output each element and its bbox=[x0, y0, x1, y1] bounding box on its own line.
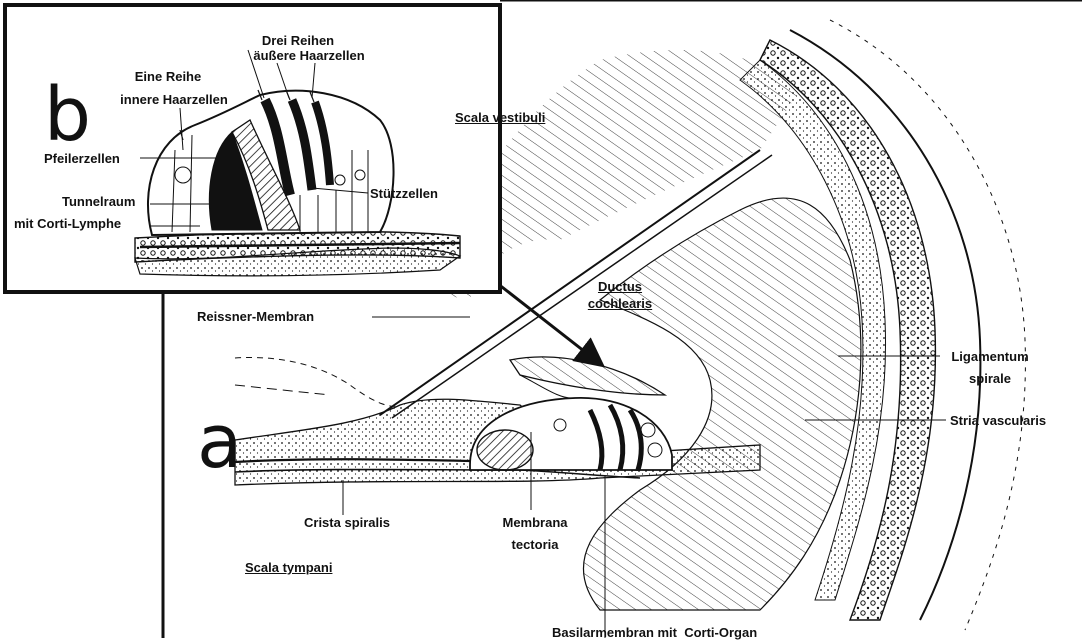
label-membrana: Membrana bbox=[490, 515, 580, 530]
label-scala-tympani: Scala tympani bbox=[245, 560, 332, 575]
label-reissner-membran: Reissner-Membran bbox=[197, 309, 314, 324]
label-eine-reihe: Eine Reihe bbox=[118, 69, 218, 84]
label-tunnelraum: Tunnelraum bbox=[62, 194, 135, 209]
label-spirale: spirale bbox=[940, 371, 1040, 386]
label-ligamentum: Ligamentum bbox=[940, 349, 1040, 364]
label-innere-haarzellen: innere Haarzellen bbox=[94, 92, 254, 107]
label-crista-spiralis: Crista spiralis bbox=[304, 515, 390, 530]
label-mit-corti-lymphe: mit Corti-Lymphe bbox=[14, 216, 121, 231]
label-ductus: Ductus bbox=[585, 279, 655, 294]
label-stuetzzellen: Stützzellen bbox=[370, 186, 438, 201]
label-tectoria: tectoria bbox=[490, 537, 580, 552]
panel-b-letter: b bbox=[44, 78, 91, 152]
label-pfeilerzellen: Pfeilerzellen bbox=[44, 151, 120, 166]
label-cochlearis: cochlearis bbox=[575, 296, 665, 311]
panel-a-letter: a bbox=[197, 405, 242, 479]
label-scala-vestibuli: Scala vestibuli bbox=[455, 110, 545, 125]
label-drei-reihen: Drei Reihen bbox=[258, 33, 338, 48]
label-stria-vascularis: Stria vascularis bbox=[950, 413, 1046, 428]
label-aeussere-haarzellen: äußere Haarzellen bbox=[244, 48, 374, 63]
